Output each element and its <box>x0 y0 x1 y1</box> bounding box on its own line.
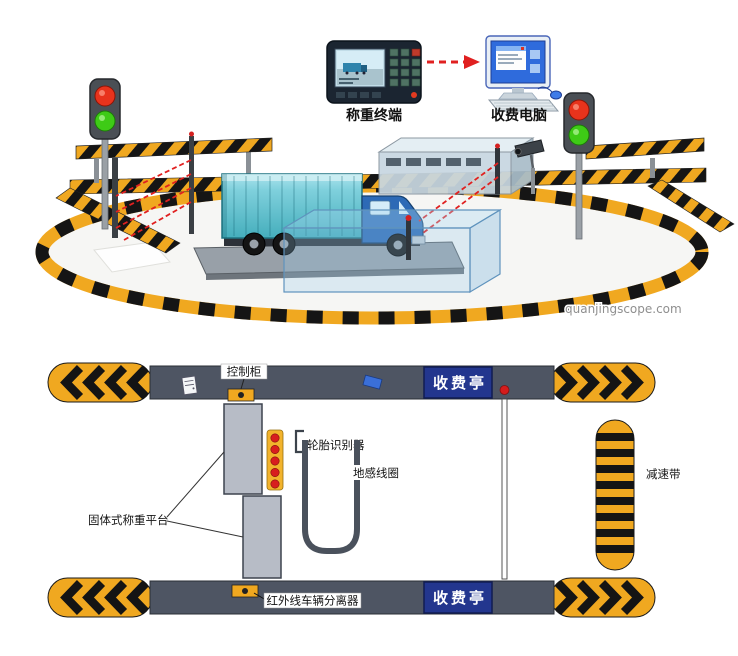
tire-identifier-label: 轮胎识别器 <box>307 438 365 452</box>
ground-coil-label: 地感线圈 <box>353 466 399 480</box>
toll-booth-top: 收费亭 <box>423 366 493 399</box>
control-cabinet: 控制柜 <box>220 363 268 402</box>
toll-computer-label: 收费电脑 <box>491 107 547 124</box>
road-bar-top-body <box>149 365 555 400</box>
hazard-guardrails <box>75 137 705 183</box>
traffic-light-right <box>563 92 595 240</box>
infrared-separator-label: 红外线车辆分离器 <box>267 594 359 608</box>
detection-zone-box <box>281 208 503 294</box>
laser-beams <box>418 143 500 234</box>
building-windows <box>386 158 481 166</box>
arrow-icon <box>427 55 480 69</box>
white-road-marking <box>93 241 171 273</box>
toll-booth-top-label: 收费亭 <box>433 374 487 392</box>
plan-view: 控制柜 收费亭 固体式称重平台 <box>47 362 681 618</box>
cabinet-icon <box>181 375 198 396</box>
top-scene: 称重终端 收费电脑 quan <box>35 35 735 325</box>
weighing-platform-label: 固体式称重平台 <box>88 513 169 527</box>
weighing-terminal-label: 称重终端 <box>346 107 402 124</box>
card-reader-icon <box>362 374 383 390</box>
toll-booth-bottom-label: 收费亭 <box>433 589 487 607</box>
toll-computer-device <box>485 35 562 112</box>
ground-coil: 地感线圈 <box>302 440 400 554</box>
infrared-separator: 红外线车辆分离器 <box>231 584 362 609</box>
terminal-keypad <box>389 48 421 87</box>
watermark: quanjingscope.com <box>565 302 682 316</box>
speed-bump: 减速带 <box>595 419 681 571</box>
sensor-dot-strip <box>266 429 284 491</box>
camera-icon <box>514 139 545 194</box>
traffic-light-left <box>89 78 121 230</box>
speed-bump-label: 减速带 <box>646 467 681 481</box>
weighing-platforms: 固体式称重平台 <box>88 403 282 579</box>
road-bar-top: 控制柜 收费亭 <box>47 362 656 403</box>
toll-building <box>377 137 535 195</box>
tire-identifier: 轮胎识别器 <box>294 429 365 454</box>
road-bar-bottom: 红外线车辆分离器 收费亭 <box>47 577 656 618</box>
infrared-curtain <box>112 131 194 241</box>
weighing-terminal-device <box>326 40 422 104</box>
barrier-arm <box>499 385 510 580</box>
control-cabinet-label: 控制柜 <box>227 365 262 379</box>
toll-booth-bottom: 收费亭 <box>423 581 493 614</box>
